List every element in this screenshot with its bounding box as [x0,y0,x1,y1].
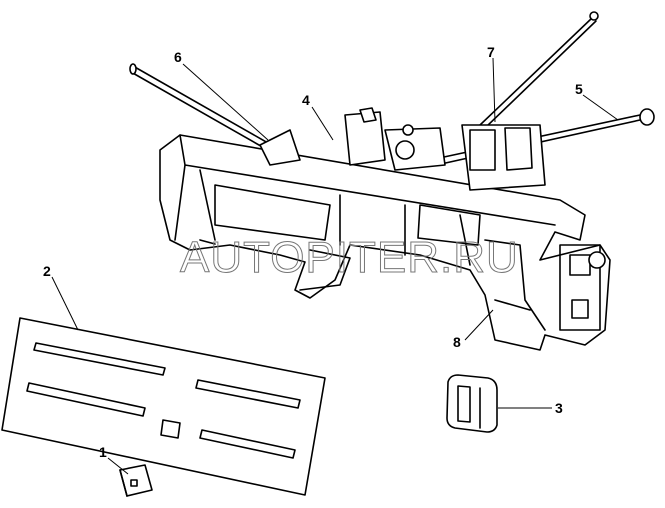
cable-6 [129,63,269,150]
callout-8: 8 [453,334,461,350]
callout-1: 1 [99,444,107,460]
knob-3 [446,374,498,433]
connector-block-7 [461,124,546,191]
control-frame [159,134,611,351]
leader-lines [51,57,619,475]
callout-3: 3 [555,400,563,416]
watermark: AUTOPITER.RU [180,233,519,282]
callout-5: 5 [575,81,583,97]
callout-4: 4 [302,92,310,108]
knob-1 [119,464,153,497]
callout-2: 2 [43,263,51,279]
lever-mechanism-4 [259,107,446,171]
callout-7: 7 [487,44,495,60]
control-panel-2 [1,317,326,496]
callout-6: 6 [174,49,182,65]
cable-7 [479,11,599,129]
